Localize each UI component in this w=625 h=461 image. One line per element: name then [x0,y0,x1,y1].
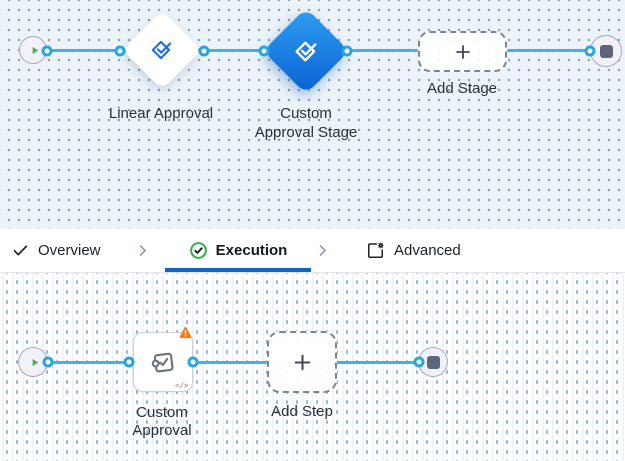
add-step-button[interactable] [267,331,337,393]
connector-port[interactable] [198,45,210,56]
tab-execution-label: Execution [215,242,288,259]
label-line: Approval Stage [254,124,358,141]
play-icon [28,44,41,57]
tab-overview[interactable]: Overview [12,229,101,272]
label-line: Custom [136,404,188,421]
connector-port[interactable] [187,356,199,368]
add-stage-button[interactable] [418,31,507,72]
edge-line [507,49,590,52]
connector-port[interactable] [41,45,53,56]
edge-line [347,49,418,52]
stage-label-add-stage: Add Stage [426,80,498,97]
edge-line [193,360,267,364]
chevron-right-icon [314,242,331,259]
step-label-custom-approval: Custom Approval [112,404,212,439]
stage-canvas[interactable]: Linear Approval Custom Approval Stage Ad… [0,0,625,229]
check-icon [12,242,29,259]
connector-port[interactable] [114,45,126,56]
tab-overview-label: Overview [38,242,101,259]
active-tab-underline [165,268,311,272]
code-icon: </> [175,381,188,390]
chevron-right-icon [134,242,151,259]
label-line: Custom [280,105,332,122]
edge-line [204,49,264,52]
stage-node-custom-approval-stage[interactable] [262,7,350,95]
check-circle-icon [189,241,208,260]
stage-label-linear-approval: Linear Approval [108,105,214,122]
step-canvas[interactable]: </> Custom Approval Add Step [0,273,625,461]
connector-port[interactable] [42,356,54,368]
warning-triangle-icon[interactable] [178,325,193,340]
label-line: Approval [132,421,192,439]
plus-icon [290,350,315,375]
stop-square-icon [599,44,613,58]
connector-port[interactable] [584,45,596,57]
stage-node-linear-approval[interactable] [122,10,202,90]
puzzle-check-icon [146,345,179,378]
step-label-add-step: Add Step [271,403,333,420]
connector-port[interactable] [258,45,270,56]
stop-square-icon [426,355,440,369]
tab-advanced-label: Advanced [394,242,461,259]
edge-line [48,360,129,364]
edge-line [47,49,120,52]
connector-port[interactable] [123,356,135,368]
plus-icon [452,41,474,63]
connector-port[interactable] [341,45,353,56]
connector-port[interactable] [413,356,425,368]
approval-stamp-check-icon [149,37,175,63]
approval-stamp-check-icon [292,37,320,65]
frame-gear-icon [366,241,385,260]
execution-tab-bar: Overview Execution [0,229,625,273]
tab-advanced[interactable]: Advanced [366,229,461,272]
play-icon [28,356,41,369]
edge-line [337,360,419,364]
tab-execution[interactable]: Execution [165,229,311,272]
stage-label-custom-approval-stage: Custom Approval Stage [234,104,378,142]
step-node-custom-approval[interactable]: </> [133,332,193,392]
